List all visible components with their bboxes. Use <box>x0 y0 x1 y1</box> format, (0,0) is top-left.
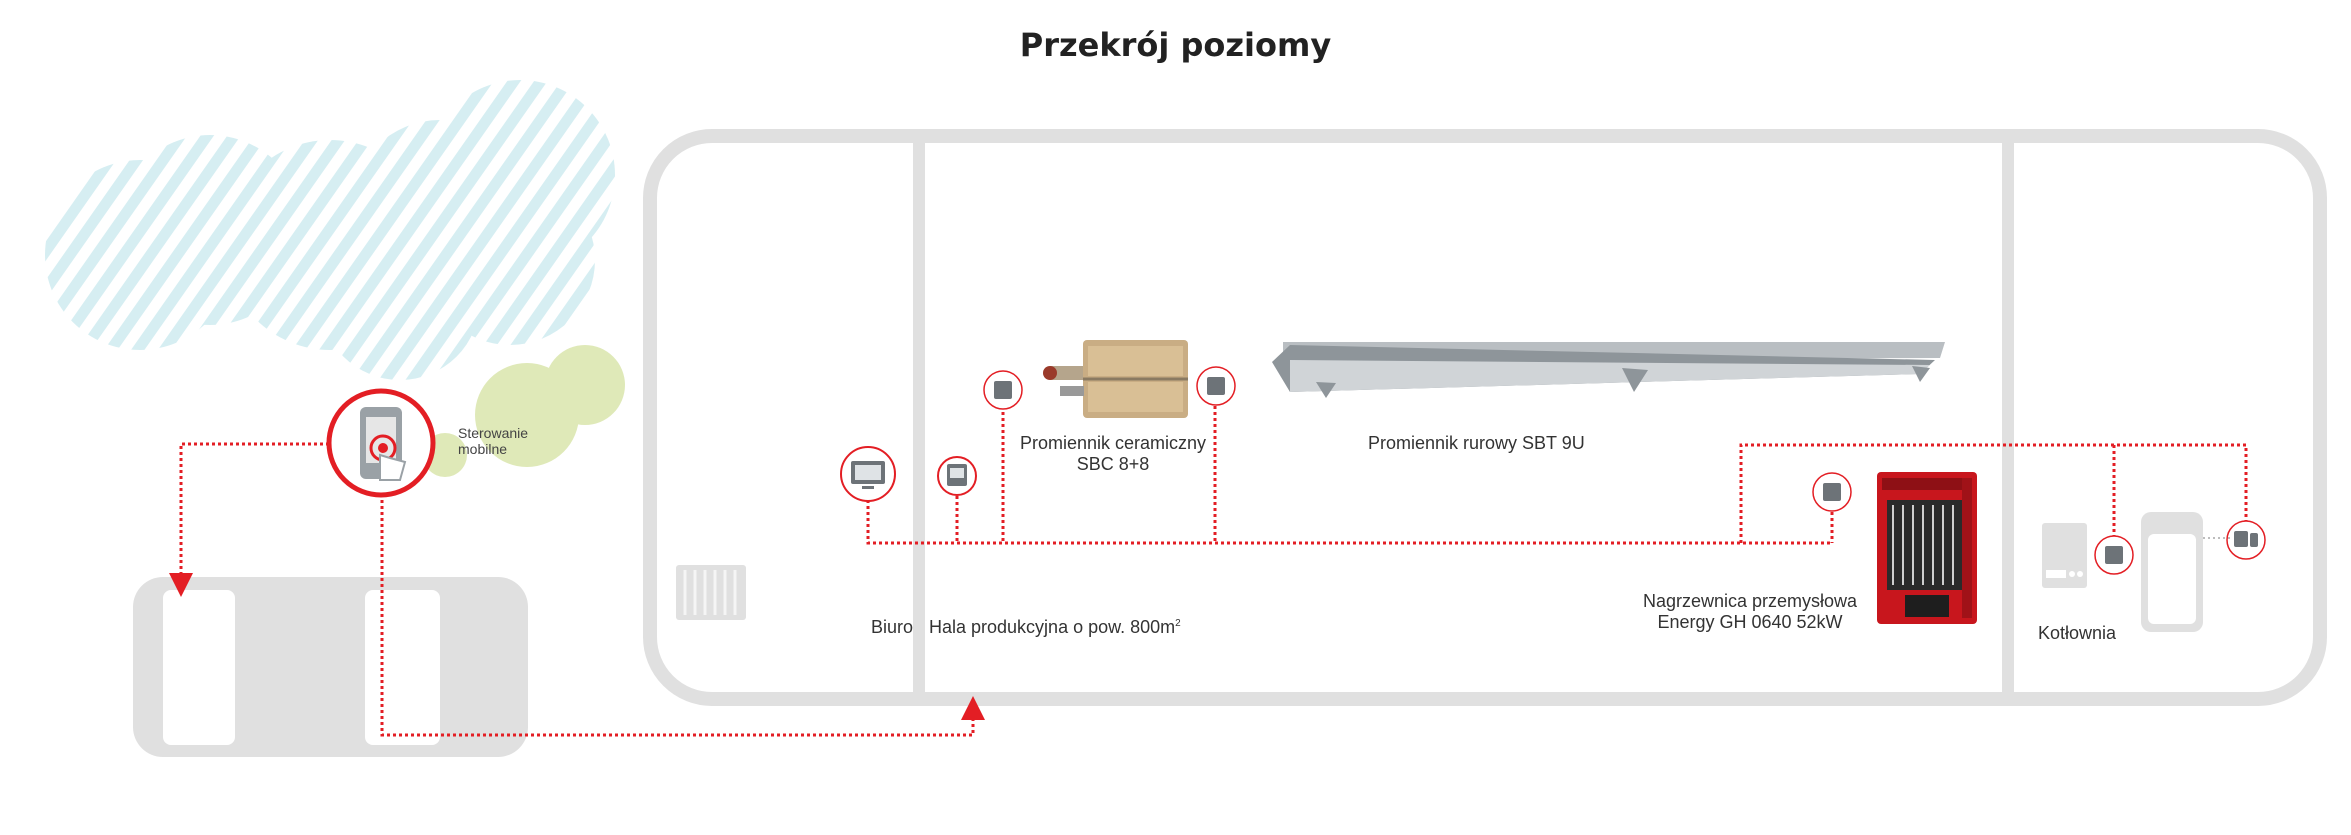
mobile-control-label-line1: Sterowanie <box>458 425 529 441</box>
room-label-hall: Hala produkcyjna o pow. 800m2 <box>929 617 1181 638</box>
sensor-icon <box>1196 366 1236 406</box>
control-wiring <box>169 406 2248 737</box>
ceramic-heater-label: Promiennik ceramiczny SBC 8+8 <box>1002 433 1224 475</box>
industrial-heater-icon <box>1877 472 1977 624</box>
radiator-icon <box>676 565 746 620</box>
industrial-heater-label: Nagrzewnica przemysłowa Energy GH 0640 5… <box>1630 591 1870 633</box>
mobile-control-label-line2: mobilne <box>458 441 508 457</box>
outside-house-box <box>133 577 528 757</box>
page-title: Przekrój poziomy <box>1019 26 1332 64</box>
water-tank-icon <box>2141 512 2230 632</box>
ceramic-heater-label-line1: Promiennik ceramiczny <box>1019 433 1207 453</box>
sensor-icon <box>2094 535 2134 575</box>
room-label-boiler: Kotłownia <box>2038 623 2117 643</box>
boiler-icon <box>2042 523 2087 588</box>
room-label-hall-text: Hala produkcyjna o pow. 800m <box>929 617 1176 637</box>
building-outline <box>643 129 2327 706</box>
mobile-control-label: Sterowanie mobilne <box>458 425 528 457</box>
mobile-control-icon[interactable] <box>326 388 436 498</box>
tree-decoration <box>423 345 625 477</box>
ceramic-heater-label-line2: SBC 8+8 <box>1076 454 1150 474</box>
computer-control-icon <box>840 446 896 502</box>
room-label-office: Biuro <box>871 617 914 637</box>
room-label-hall-unit-exponent: 2 <box>1175 618 1181 629</box>
ceramic-radiant-heater-icon <box>1043 340 1188 418</box>
tube-heater-label: Promiennik rurowy SBT 9U <box>1368 433 1585 453</box>
industrial-heater-label-line1: Nagrzewnica przemysłowa <box>1642 591 1858 611</box>
sensor-icon <box>1812 472 1852 512</box>
cloud-decoration <box>45 80 615 380</box>
thermostat-icon <box>937 456 977 496</box>
industrial-heater-label-line2: Energy GH 0640 52kW <box>1657 612 1843 632</box>
sensor-icon <box>983 370 1023 410</box>
boiler-controller-icon <box>2226 520 2266 560</box>
tube-radiant-heater-icon <box>1272 342 1945 398</box>
